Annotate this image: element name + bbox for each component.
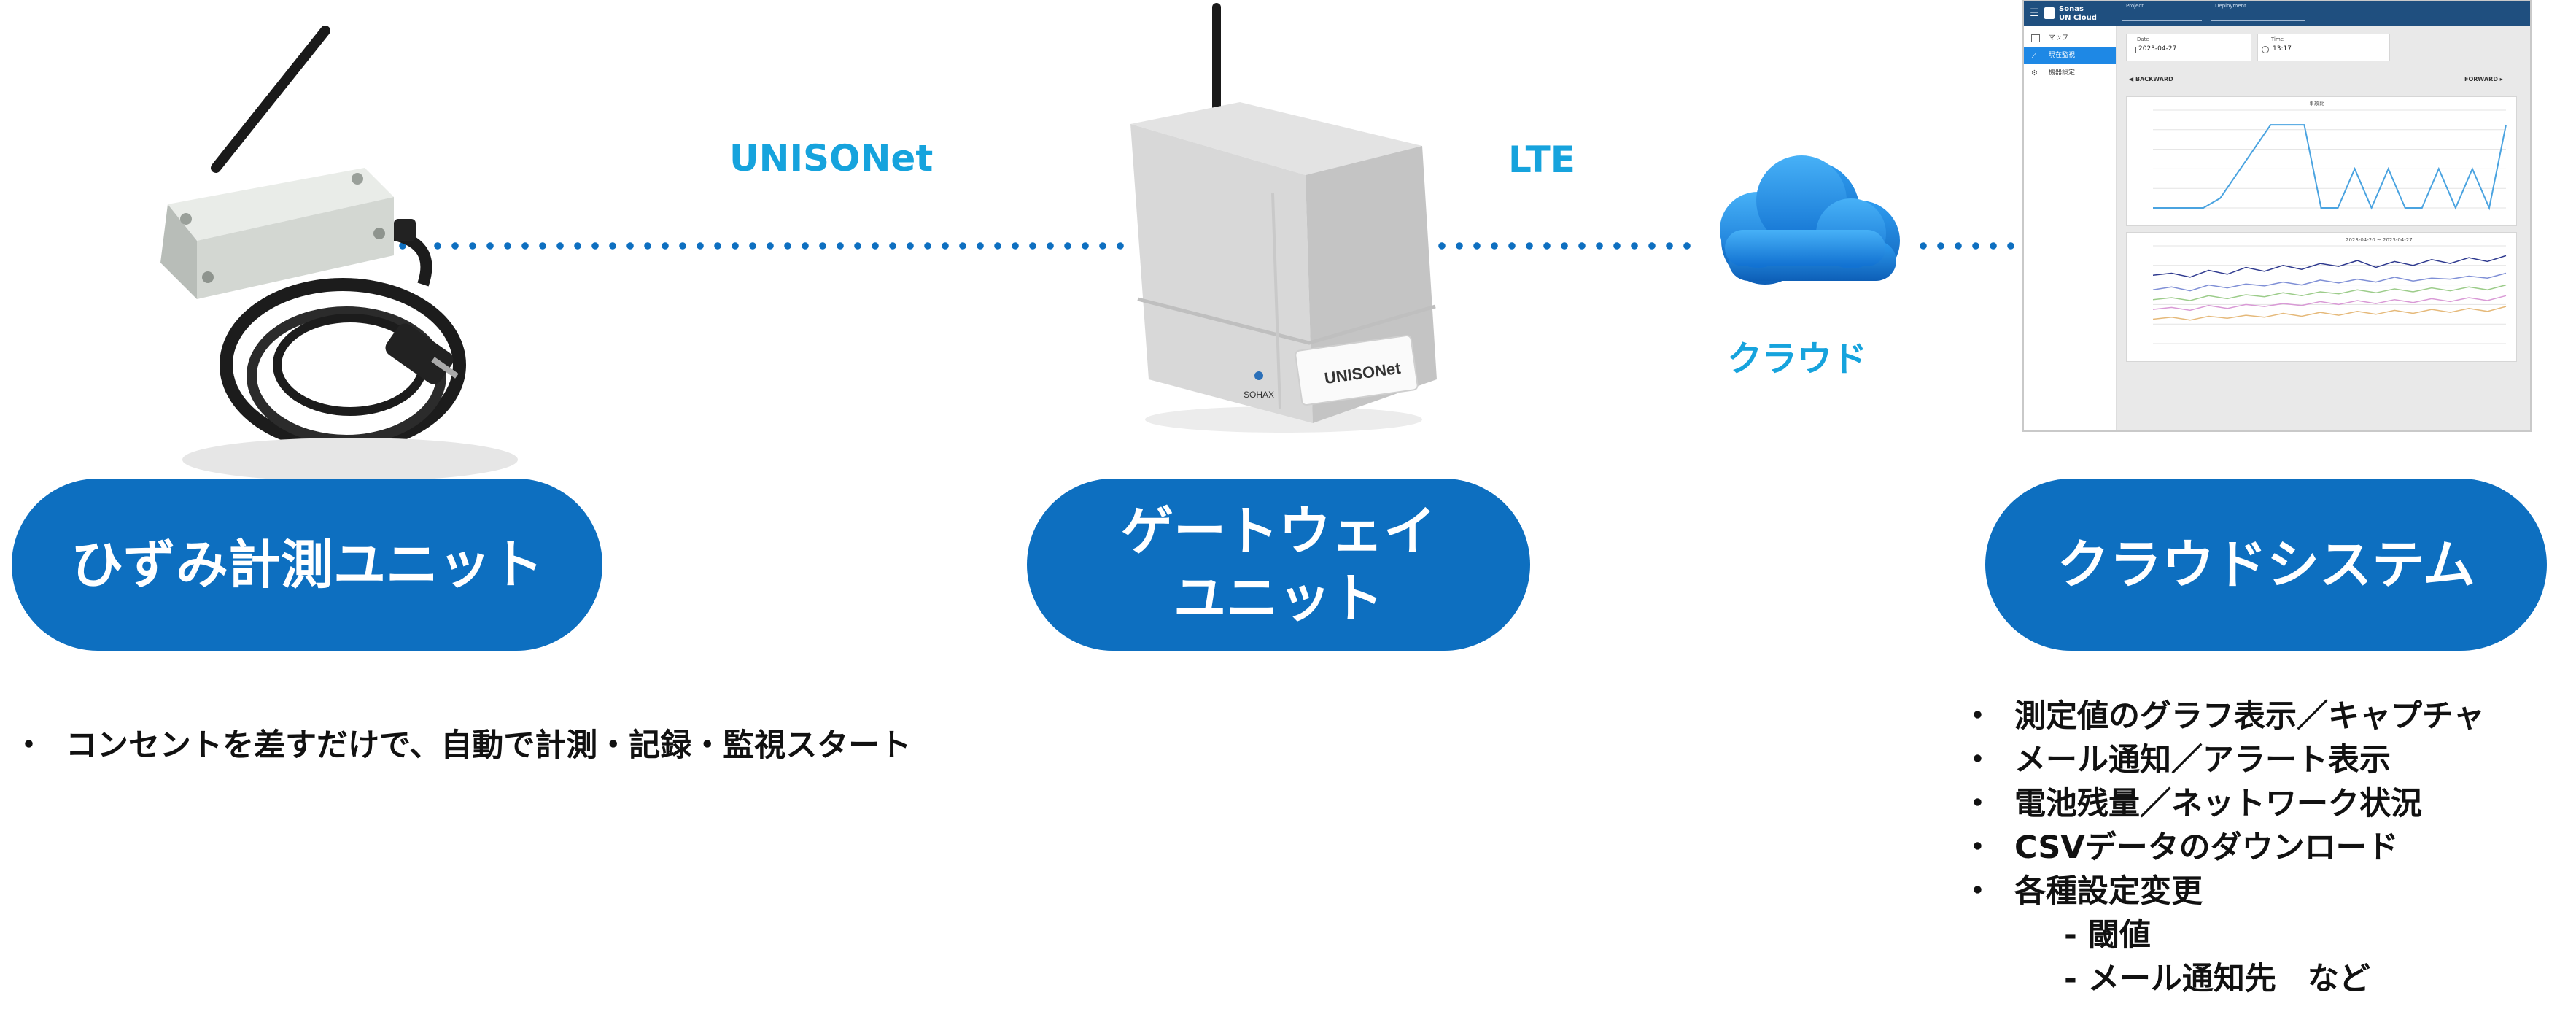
chart-2-series-line — [2152, 284, 2507, 301]
cloud-system-title: クラウドシステム — [2057, 534, 2475, 595]
map-icon — [2031, 34, 2040, 42]
chart-1-card: 事故比 — [2126, 96, 2517, 226]
sidebar-item-monitoring[interactable]: ⟋ 現在監視 — [2024, 47, 2116, 64]
gateway-unit-title-line2: ユニット — [1173, 568, 1384, 629]
settings-icon: ⚙ — [2031, 69, 2038, 77]
gateway-label-small-brand: SOHAX — [1244, 390, 1274, 400]
chart-1 — [2153, 109, 2507, 211]
list-item: コンセントを差すだけで、自動で計測・記録・監視スタート — [13, 724, 911, 767]
dashboard-screenshot: ☰ Sonas UN Cloud Project Deployment マップ … — [2022, 0, 2532, 432]
link-label-unisonet: UNISONet — [729, 137, 934, 179]
chart-1-series-line — [2153, 124, 2507, 211]
date-field-value: 2023-04-27 — [2138, 45, 2177, 53]
list-subitem: - メール通知先 など — [2064, 961, 2370, 997]
date-field-label: Date — [2137, 36, 2149, 42]
strain-unit-title: ひずみ計測ユニット — [70, 534, 543, 595]
chart-2-series-line — [2152, 306, 2507, 321]
menu-icon[interactable]: ☰ — [2030, 7, 2039, 19]
chart-1-title: 事故比 — [2309, 101, 2324, 107]
backward-button[interactable]: ◀ BACKWARD — [2129, 76, 2173, 82]
list-item: 各種設定変更 — [1962, 870, 2485, 913]
list-subitem: - 閾値 — [2064, 917, 2151, 954]
chart-2 — [2152, 245, 2507, 344]
dashboard-logo-icon — [2044, 7, 2055, 19]
dashboard-brand-line1: Sonas — [2059, 5, 2084, 13]
gateway-unit-pill: ゲートウェイ ユニット — [1027, 479, 1530, 651]
connector-dots-left — [394, 242, 1130, 250]
dashboard-brand-line2: UN Cloud — [2059, 14, 2097, 22]
time-field-value: 13:17 — [2273, 45, 2292, 53]
link-label-lte: LTE — [1508, 139, 1575, 181]
chart-2-series-line — [2152, 255, 2507, 278]
date-field[interactable]: Date 2023-04-27 — [2126, 34, 2251, 61]
list-item: 電池残量／ネットワーク状況 — [1962, 782, 2485, 826]
forward-button[interactable]: FORWARD ▸ — [2464, 76, 2503, 82]
deployment-select-label: Deployment — [2215, 3, 2246, 9]
time-field[interactable]: Time 13:17 — [2257, 34, 2390, 61]
dashboard-sidebar: マップ ⟋ 現在監視 ⚙ 機器設定 — [2024, 26, 2117, 430]
clock-icon — [2262, 46, 2269, 53]
sidebar-item-settings[interactable]: ⚙ 機器設定 — [2024, 64, 2116, 82]
sidebar-item-map[interactable]: マップ — [2024, 29, 2116, 47]
cloud-icon — [1720, 155, 1900, 285]
strain-unit-features: コンセントを差すだけで、自動で計測・記録・監視スタート — [13, 724, 911, 767]
project-select[interactable] — [2122, 10, 2202, 21]
list-item: 測定値のグラフ表示／キャプチャ — [1962, 695, 2485, 738]
cloud-system-pill: クラウドシステム — [1985, 479, 2547, 651]
cloud-label: クラウド — [1727, 339, 1868, 379]
calendar-icon — [2130, 47, 2136, 53]
project-select-label: Project — [2126, 3, 2144, 9]
chart-2-series-line — [2152, 272, 2507, 292]
time-field-label: Time — [2271, 36, 2284, 42]
strain-unit-pill: ひずみ計測ユニット — [12, 479, 602, 651]
chart-icon: ⟋ — [2031, 53, 2036, 61]
chart-2-series-line — [2152, 295, 2507, 312]
strain-unit-device-image — [160, 26, 518, 482]
list-item: メール通知／アラート表示 — [1962, 738, 2485, 782]
gateway-unit-title-line1: ゲートウェイ — [1120, 500, 1436, 562]
chart-2-legend: 2023-04-20 ~ 2023-04-27 — [2346, 237, 2413, 243]
gateway-device-image: UNISONet SOHAX — [1130, 3, 1437, 433]
cloud-system-features: 測定値のグラフ表示／キャプチャ メール通知／アラート表示 電池残量／ネットワーク… — [1962, 695, 2485, 1001]
connector-dots-middle — [1433, 242, 1696, 250]
chart-2-card: 2023-04-20 ~ 2023-04-27 — [2126, 232, 2517, 362]
deployment-select[interactable] — [2211, 10, 2305, 21]
dashboard-header: ☰ Sonas UN Cloud Project Deployment — [2024, 1, 2530, 26]
list-item: CSVデータのダウンロード — [1962, 826, 2485, 870]
connector-dots-right — [1914, 242, 2024, 250]
